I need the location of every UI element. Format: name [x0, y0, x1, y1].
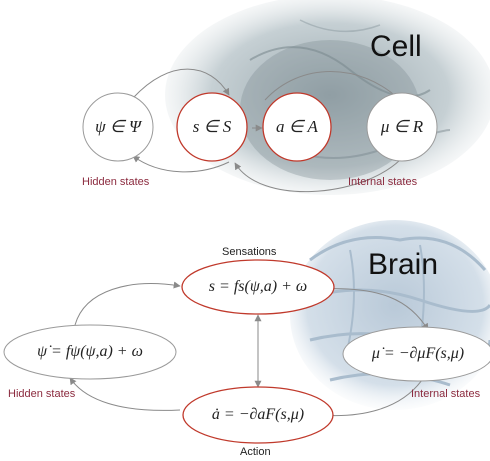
cell-hidden-node: [82, 92, 154, 162]
cell-hidden-label: ψ ∈ Ψ: [95, 117, 141, 136]
cell-active-label: a ∈ A: [276, 117, 318, 136]
cell-internal-node: [366, 92, 438, 162]
brain-action-node: [182, 386, 334, 444]
cell-arrows: [132, 68, 401, 193]
cell-sensory-label: s ∈ S: [192, 117, 232, 136]
cell-sensory-node: [176, 92, 248, 162]
cell-hidden-states-caption: Hidden states: [82, 176, 150, 188]
brain-hidden-states-caption: Hidden states: [8, 388, 76, 400]
cell-internal-states-caption: Internal states: [348, 176, 418, 188]
brain-internal-node: [342, 326, 490, 382]
brain-sensation-node: [181, 259, 335, 315]
cell-active-node: [262, 92, 332, 162]
brain-hidden-equation: ψ̇ = fψ(ψ,a) + ω: [37, 343, 143, 360]
brain-internal-equation: μ̇ = −∂μF(s,μ): [371, 345, 465, 362]
brain-sensations-caption: Sensations: [222, 246, 277, 258]
cell-title: Cell: [370, 30, 422, 63]
brain-sensation-equation: s = fs(ψ,a) + ω: [208, 278, 308, 295]
brain-action-caption: Action: [240, 446, 271, 458]
cell-internal-label: μ ∈ R: [380, 117, 424, 136]
brain-internal-states-caption: Internal states: [411, 388, 481, 400]
brain-title: Brain: [368, 248, 439, 281]
brain-action-equation: ȧ = −∂aF(s,μ): [211, 406, 305, 423]
brain-arrows: [69, 281, 429, 419]
brain-hidden-node: [3, 324, 177, 380]
